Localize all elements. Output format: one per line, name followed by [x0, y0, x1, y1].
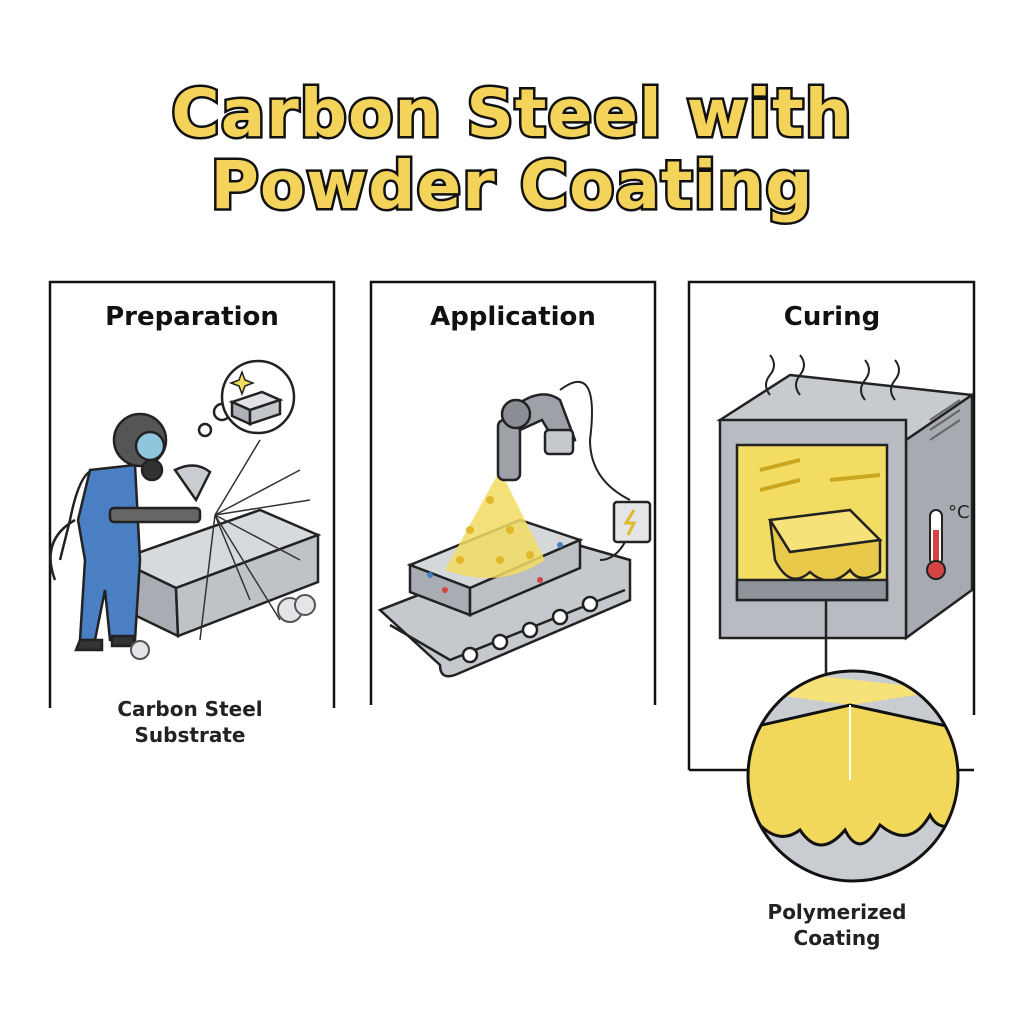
caption-polymerized-coating: Polymerized Coating: [727, 899, 947, 951]
oven-illustration: [716, 354, 976, 680]
panel-frame-curing: [687, 280, 976, 772]
title-line-1: Carbon Steel with: [169, 75, 854, 152]
panel-title-application: Application: [430, 302, 596, 332]
caption-carbon-steel-substrate: Carbon Steel Substrate: [80, 696, 300, 748]
caption-line: Coating: [793, 926, 881, 950]
title-line-2: Powder Coating: [208, 147, 815, 224]
thermometer-unit: °C: [948, 502, 970, 523]
thermometer-icon: [926, 509, 946, 580]
caption-line: Polymerized: [767, 900, 907, 924]
dust-cloud-icon: [130, 594, 316, 660]
caption-line: Substrate: [134, 723, 246, 747]
panel-title-curing: Curing: [783, 302, 881, 332]
powder-spray-cloud: [427, 470, 563, 593]
panel-frame-application: [369, 280, 657, 705]
power-box-icon: [599, 500, 652, 561]
magnified-coating-detail: [746, 669, 960, 883]
worker-illustration: [49, 412, 212, 652]
robot-arm-illustration: [496, 380, 631, 501]
panel-title-preparation: Preparation: [105, 302, 279, 332]
thought-bubble-clean-block: [197, 359, 296, 438]
spray-lines: [199, 439, 311, 641]
caption-line: Carbon Steel: [117, 697, 263, 721]
panel-frame-preparation: [48, 280, 336, 708]
